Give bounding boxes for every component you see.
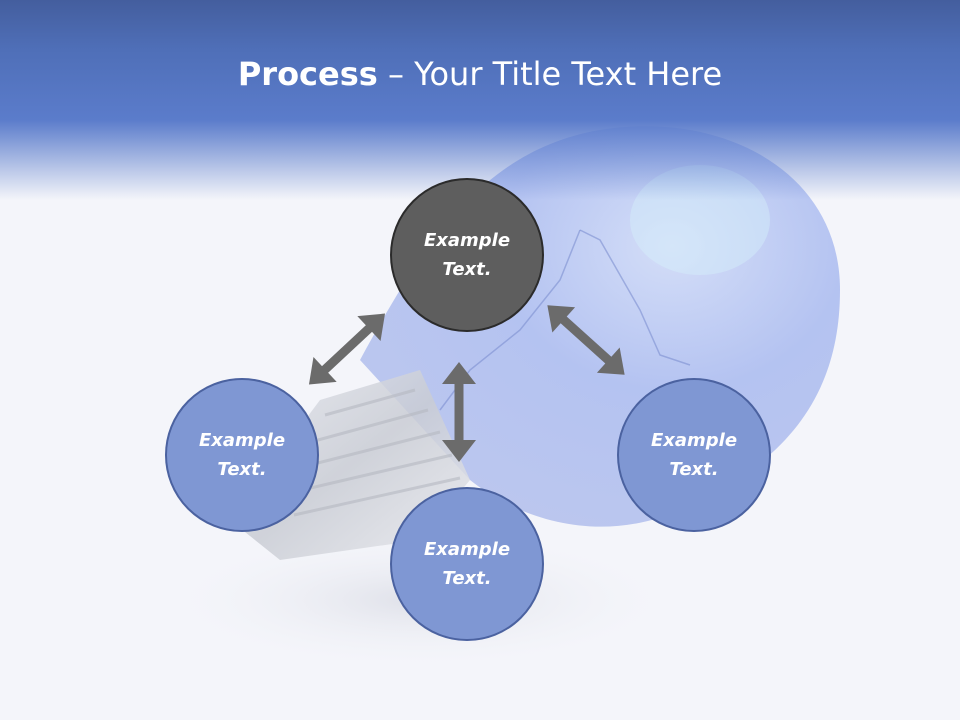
node-text-line1: Example <box>650 430 738 451</box>
node-text-line2: Text. <box>669 459 719 480</box>
title-bold: Process <box>237 55 378 93</box>
node-text-line1: Example <box>198 430 286 451</box>
double-arrow-top-right <box>547 305 625 375</box>
double-arrow-top-left <box>308 313 386 385</box>
slide-title: Process – Your Title Text Here <box>0 52 960 96</box>
double-arrow-vertical <box>442 362 476 462</box>
header-band <box>0 0 960 200</box>
node-text-line2: Text. <box>217 459 267 480</box>
title-rest: – Your Title Text Here <box>377 55 723 93</box>
node-text-line2: Text. <box>442 568 492 589</box>
node-text-line1: Example <box>423 539 511 560</box>
node-text-line1: Example <box>423 230 511 251</box>
node-text-line2: Text. <box>442 259 492 280</box>
